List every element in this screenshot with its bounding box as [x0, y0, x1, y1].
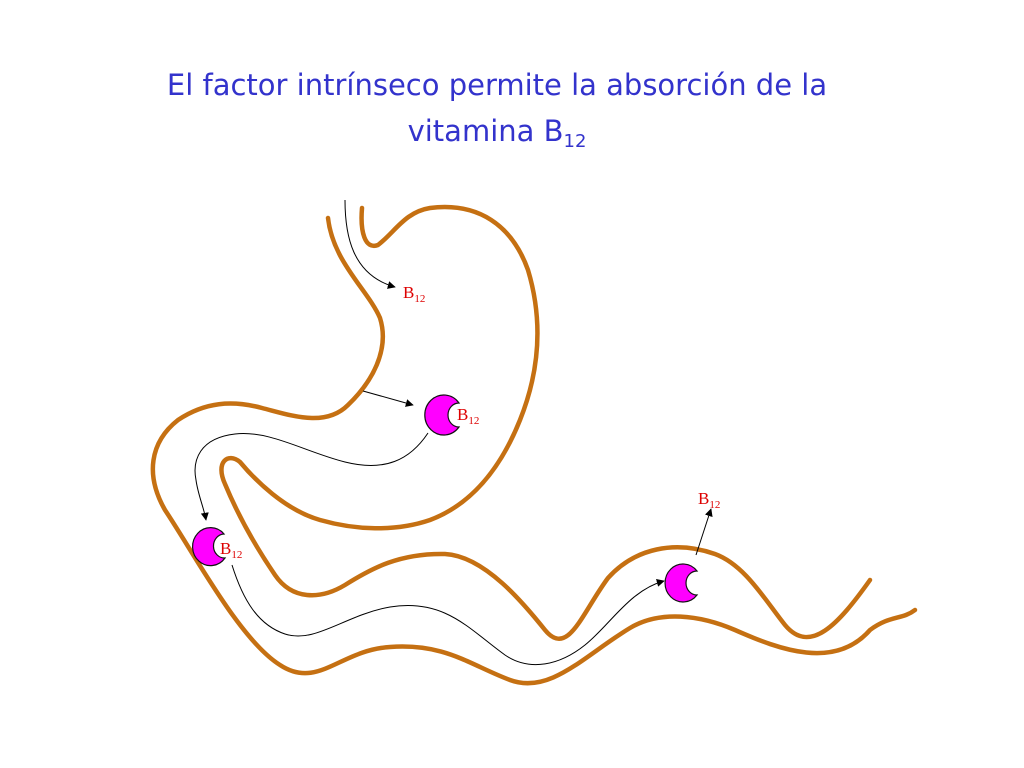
food-path-stomach	[362, 390, 414, 407]
food-path-duodenum	[194, 432, 429, 521]
b12-label-absorbed: B12	[698, 489, 721, 511]
title-line-1: El factor intrínseco permite la absorció…	[166, 68, 828, 102]
b12-label-duodenum-complex: B12	[220, 539, 243, 561]
intrinsic-factor-duodenum	[191, 527, 227, 567]
stomach-inner-wall	[150, 215, 918, 686]
intrinsic-factor-ileum	[664, 563, 699, 603]
intrinsic-factor-stomach	[424, 394, 461, 436]
food-path-ileum	[231, 564, 665, 666]
title-line-2: vitamina B	[407, 114, 564, 148]
b12-label-stomach-complex: B12	[457, 405, 480, 427]
title-subscript: 12	[563, 131, 587, 152]
b12-label-free: B12	[403, 283, 426, 305]
slide-title: El factor intrínseco permite la absorció…	[60, 62, 934, 154]
stomach-outer-wall	[219, 204, 873, 641]
absorption-arrow	[695, 508, 713, 556]
food-path-esophagus	[344, 199, 396, 289]
